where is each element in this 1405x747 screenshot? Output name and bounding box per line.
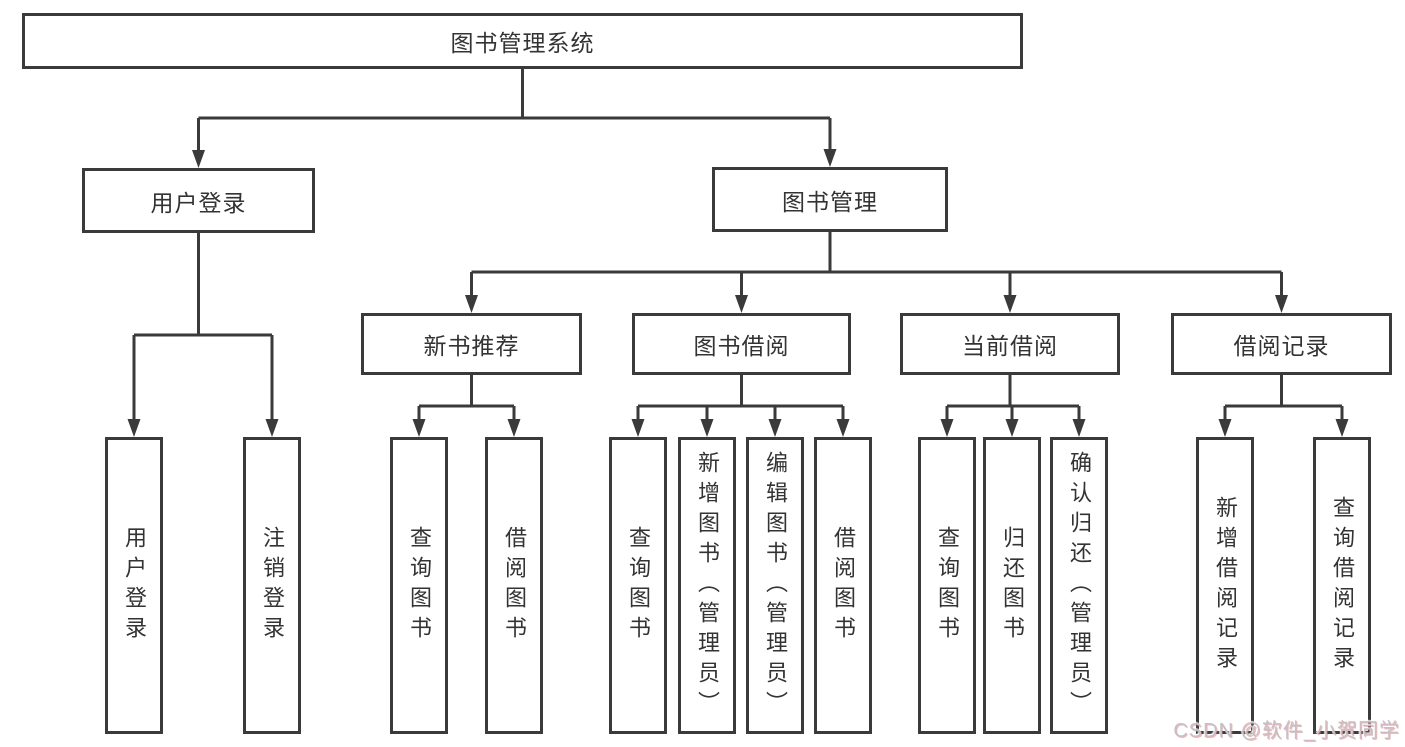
leaf-return-books-label: 归还图书 <box>1000 525 1025 646</box>
leaf-query-books-3: 查询图书 <box>918 437 976 734</box>
leaf-query-borrow-record-label: 查询借阅记录 <box>1330 495 1355 676</box>
leaf-borrow-books-1-label: 借阅图书 <box>502 525 527 646</box>
connector-root-to-level2 <box>197 69 832 153</box>
connector-borrow-records-group <box>1223 375 1344 422</box>
node-borrow-records-label: 借阅记录 <box>1233 333 1330 359</box>
leaf-query-books-2-label: 查询图书 <box>626 525 651 646</box>
leaf-edit-books-admin: 编辑图书（管理员） <box>746 437 804 734</box>
connector-book-borrow-group <box>636 375 845 422</box>
connector-user-login-group <box>132 233 274 422</box>
leaf-user-login-label: 用户登录 <box>122 525 147 646</box>
leaf-query-books-1-label: 查询图书 <box>407 525 432 646</box>
leaf-borrow-books-2: 借阅图书 <box>814 437 872 734</box>
leaf-logout-label: 注销登录 <box>260 525 285 646</box>
leaf-query-books-2: 查询图书 <box>609 437 667 734</box>
connector-book-mgmt-group <box>470 232 1283 298</box>
leaf-add-borrow-record: 新增借阅记录 <box>1196 437 1254 734</box>
leaf-add-books-admin: 新增图书（管理员） <box>678 437 736 734</box>
node-book-borrowing-label: 图书借阅 <box>693 333 790 359</box>
connector-new-book-group <box>417 375 516 422</box>
node-current-borrowing: 当前借阅 <box>900 313 1120 375</box>
leaf-confirm-return-admin-label: 确认归还（管理员） <box>1067 450 1092 721</box>
leaf-borrow-books-2-label: 借阅图书 <box>831 525 856 646</box>
node-user-login: 用户登录 <box>82 168 315 233</box>
node-current-borrowing-label: 当前借阅 <box>962 333 1058 359</box>
leaf-query-borrow-record: 查询借阅记录 <box>1313 437 1371 734</box>
leaf-edit-books-admin-label: 编辑图书（管理员） <box>763 450 788 721</box>
leaf-query-books-3-label: 查询图书 <box>935 525 960 646</box>
connector-current-borrow-group <box>945 375 1081 422</box>
node-book-management-label: 图书管理 <box>782 188 878 215</box>
node-book-management: 图书管理 <box>712 167 948 232</box>
leaf-add-books-admin-label: 新增图书（管理员） <box>695 450 720 721</box>
leaf-borrow-books-1: 借阅图书 <box>485 437 543 734</box>
node-new-book-recommend-label: 新书推荐 <box>423 333 520 359</box>
node-borrow-records: 借阅记录 <box>1171 313 1392 375</box>
csdn-watermark: CSDN @软件_小贺同学 <box>1173 720 1400 742</box>
leaf-confirm-return-admin: 确认归还（管理员） <box>1050 437 1108 734</box>
leaf-user-login: 用户登录 <box>105 437 163 734</box>
node-root-label: 图书管理系统 <box>450 30 595 56</box>
leaf-query-books-1: 查询图书 <box>390 437 448 734</box>
node-root-system: 图书管理系统 <box>22 13 1023 69</box>
node-user-login-label: 用户登录 <box>150 189 247 216</box>
leaf-add-borrow-record-label: 新增借阅记录 <box>1213 495 1238 676</box>
leaf-logout: 注销登录 <box>243 437 301 734</box>
node-new-book-recommend: 新书推荐 <box>361 313 582 375</box>
node-book-borrowing: 图书借阅 <box>632 313 851 375</box>
leaf-return-books: 归还图书 <box>983 437 1041 734</box>
